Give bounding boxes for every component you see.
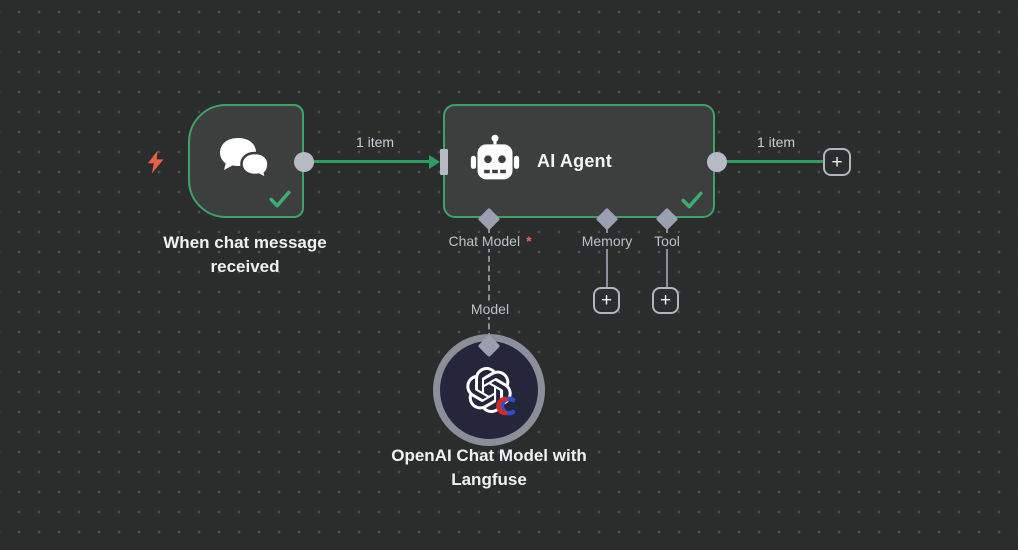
success-checkmark-icon: [269, 190, 291, 208]
robot-icon: [470, 134, 520, 180]
trigger-node-label: When chat message received: [163, 233, 327, 276]
connection-items-count: 1 item: [756, 134, 796, 150]
connection-agent-output[interactable]: [717, 160, 823, 163]
chat-model-port-label: Chat Model*: [430, 233, 550, 249]
add-memory-button[interactable]: +: [593, 287, 620, 314]
connection-tool-link[interactable]: [666, 227, 668, 289]
plus-icon: +: [831, 151, 843, 173]
add-next-node-button[interactable]: +: [823, 148, 851, 176]
tool-port-label: Tool: [637, 233, 697, 249]
magnet-icon: [496, 396, 516, 416]
trigger-output-endpoint[interactable]: [294, 152, 314, 172]
memory-port-label: Memory: [567, 233, 647, 249]
lightning-bolt-icon: [143, 149, 169, 175]
add-tool-button[interactable]: +: [652, 287, 679, 314]
node-when-chat-message-received[interactable]: [188, 104, 304, 218]
plus-icon: +: [600, 290, 613, 311]
chat-bubbles-icon: [220, 138, 270, 182]
connection-items-count: 1 item: [355, 134, 395, 150]
success-checkmark-icon: [681, 191, 703, 209]
agent-output-endpoint[interactable]: [707, 152, 727, 172]
required-asterisk: *: [523, 233, 535, 249]
model-link-label: Model: [450, 301, 530, 317]
node-ai-agent[interactable]: AI Agent: [443, 104, 715, 218]
connection-trigger-to-agent[interactable]: [303, 160, 430, 163]
agent-node-title: AI Agent: [537, 150, 612, 171]
model-node-label: OpenAI Chat Model with Langfuse: [391, 446, 587, 489]
connection-memory-link[interactable]: [606, 227, 608, 289]
connection-arrowhead-icon: [429, 155, 440, 169]
connection-chat-model-link[interactable]: [488, 227, 490, 339]
agent-input-port[interactable]: [440, 149, 448, 175]
plus-icon: +: [659, 290, 672, 311]
